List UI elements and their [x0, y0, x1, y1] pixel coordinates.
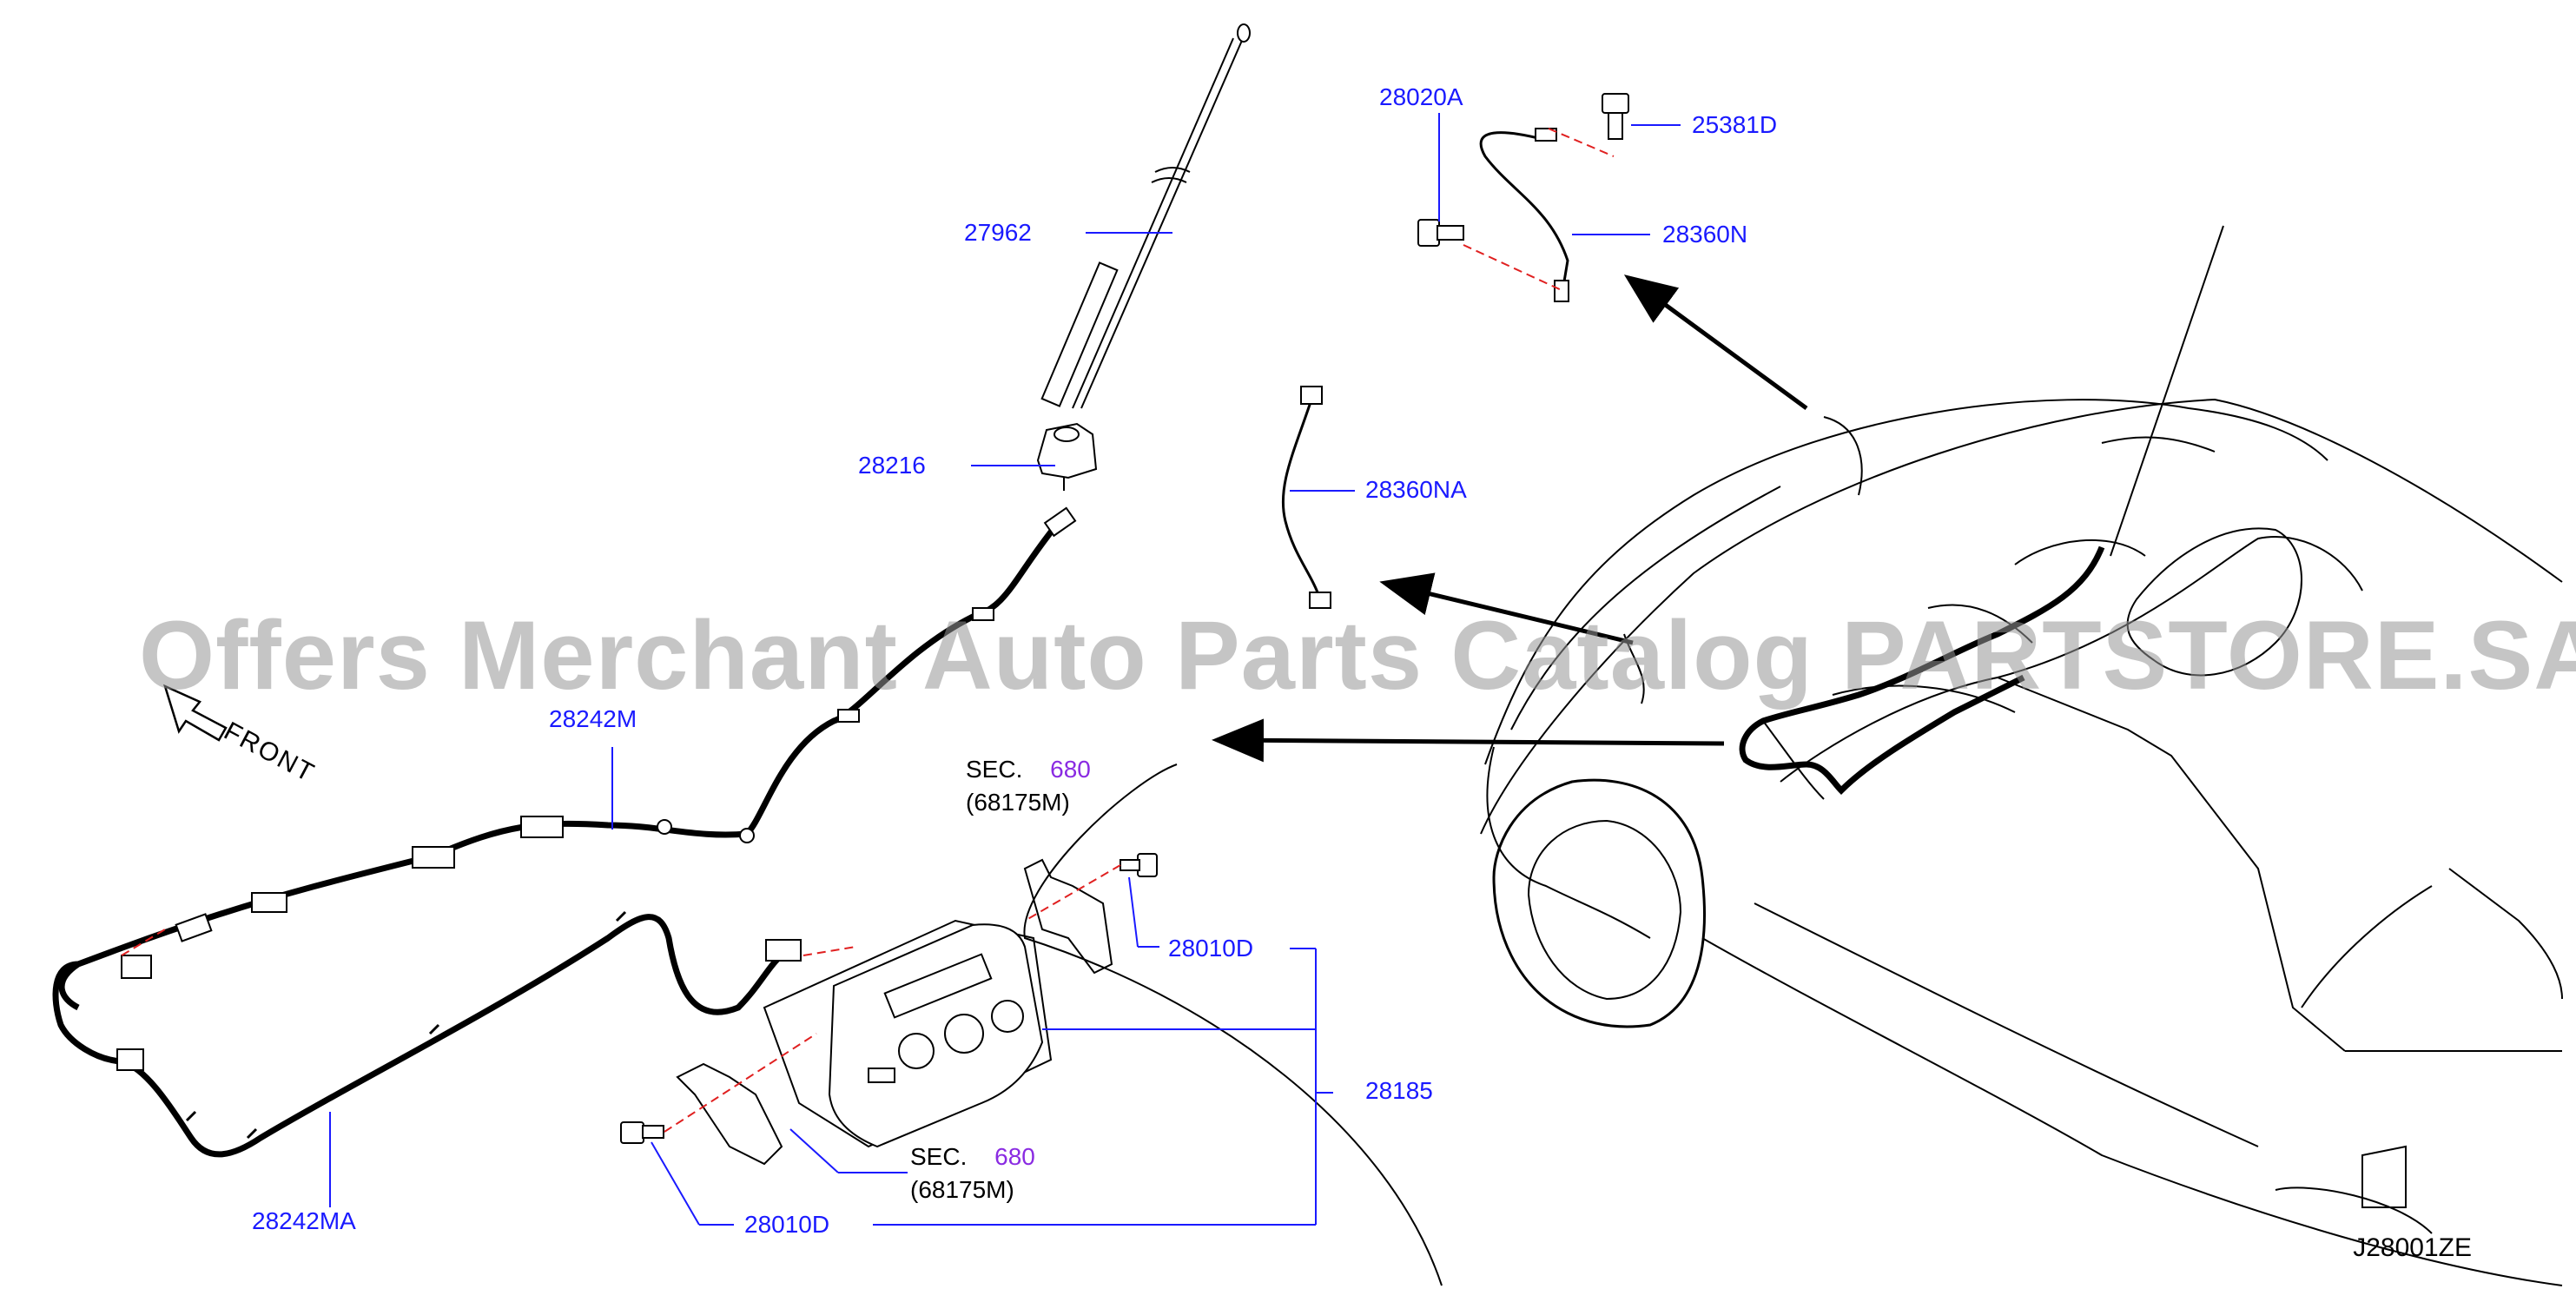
sec-ref-bottom-prefix: SEC.: [910, 1143, 968, 1170]
sec-ref-top: SEC. 680: [966, 757, 1091, 782]
part-label-28242MA[interactable]: 28242MA: [252, 1207, 356, 1234]
sec-ref-top-prefix: SEC.: [966, 756, 1023, 783]
antenna-base: [1036, 422, 1098, 491]
sec-ref-bottom-sub: (68175M): [910, 1176, 1014, 1203]
bolt-28010D-top: [1120, 853, 1158, 877]
diagram-code: J28001ZE: [2353, 1233, 2472, 1262]
ground-strap-28360N: [1479, 128, 1569, 302]
part-label-28010D-top[interactable]: 28010D: [1168, 935, 1254, 962]
part-label-28360NA[interactable]: 28360NA: [1365, 476, 1467, 503]
bracket-top: [1023, 858, 1113, 975]
bolt-25381D: [1602, 93, 1629, 140]
bolt-28020A: [1417, 219, 1464, 247]
sec-ref-top-num[interactable]: 680: [1050, 756, 1091, 783]
sec-ref-bottom-num[interactable]: 680: [994, 1143, 1035, 1170]
part-label-28010D-bottom[interactable]: 28010D: [744, 1211, 830, 1238]
vehicle-outline: [1023, 225, 2563, 1286]
vehicle-harness: [1739, 545, 2105, 795]
part-label-28185[interactable]: 28185: [1365, 1077, 1433, 1104]
ground-strap-28360NA: [1281, 386, 1331, 609]
feeder-cable-28242M: [58, 506, 1077, 1011]
sec-ref-top-sub: (68175M): [966, 789, 1070, 816]
audio-unit: [763, 919, 1053, 1148]
bolt-28010D-bottom: [620, 1121, 664, 1144]
part-label-25381D[interactable]: 25381D: [1692, 111, 1778, 138]
part-label-28360N[interactable]: 28360N: [1662, 221, 1748, 248]
part-label-28242M[interactable]: 28242M: [549, 705, 637, 732]
part-label-27962[interactable]: 27962: [964, 219, 1032, 246]
sec-ref-bottom: SEC. 680: [910, 1145, 1035, 1169]
leader-lines: [329, 113, 1681, 1226]
front-arrow: [162, 684, 228, 742]
part-label-28216[interactable]: 28216: [858, 452, 926, 479]
part-label-28020A[interactable]: 28020A: [1379, 83, 1463, 110]
watermark: Offers Merchant Auto Parts Catalog PARTS…: [139, 601, 2576, 710]
centerlines: [121, 128, 1615, 1133]
feeder-cable-28242MA: [52, 910, 802, 1158]
antenna-rod: [1040, 23, 1251, 409]
callout-arrows: [1212, 274, 1808, 763]
